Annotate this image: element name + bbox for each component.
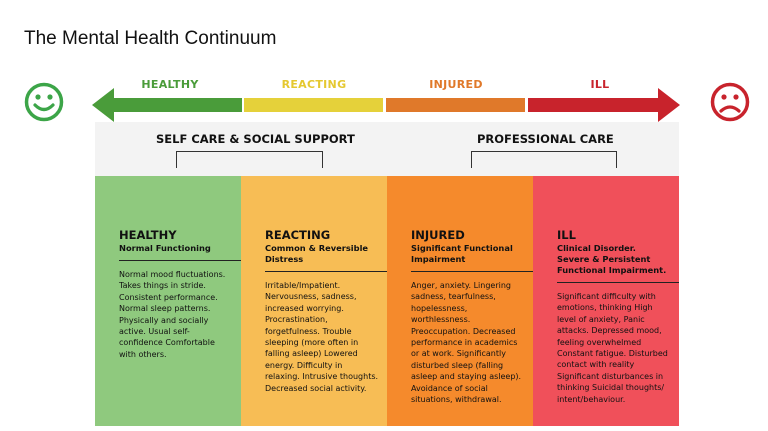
column-divider (119, 260, 241, 261)
column-title: HEALTHY (119, 228, 177, 242)
column-healthy: HEALTHY Normal Functioning Normal mood f… (95, 176, 241, 426)
continuum-arrow (92, 88, 680, 122)
scale-label-healthy: HEALTHY (141, 78, 199, 91)
sad-face-icon (710, 82, 750, 122)
column-subtitle: Common & Reversible Distress (265, 243, 369, 264)
column-description: Normal mood fluctuations. Takes things i… (119, 270, 226, 359)
column-divider (557, 282, 679, 283)
column-subtitle: Normal Functioning (119, 243, 211, 253)
professional-care-label: PROFESSIONAL CARE (477, 132, 614, 146)
page-title: The Mental Health Continuum (24, 28, 277, 49)
scale-label-ill: ILL (590, 78, 610, 91)
column-description: Significant difficulty with emotions, th… (557, 292, 668, 404)
arrow-segment-reacting (244, 98, 383, 112)
self-care-bracket (176, 151, 323, 168)
column-ill: ILL Clinical Disorder. Severe & Persiste… (533, 176, 679, 426)
scale-label-injured: INJURED (429, 78, 483, 91)
arrow-segment-healthy (92, 88, 242, 122)
scale-label-reacting: REACTING (281, 78, 347, 91)
column-reacting: REACTING Common & Reversible Distress Ir… (241, 176, 387, 426)
column-title: ILL (557, 228, 576, 242)
care-band (95, 122, 679, 176)
self-care-label: SELF CARE & SOCIAL SUPPORT (156, 132, 355, 146)
column-divider (411, 271, 533, 272)
column-title: REACTING (265, 228, 331, 242)
column-subtitle: Significant Functional Impairment (411, 243, 513, 264)
arrow-segment-injured (386, 98, 525, 112)
column-subtitle: Clinical Disorder. Severe & Persistent F… (557, 243, 667, 275)
column-title: INJURED (411, 228, 465, 242)
column-description: Anger, anxiety. Lingering sadness, tearf… (411, 281, 522, 405)
professional-care-bracket (471, 151, 617, 168)
column-injured: INJURED Significant Functional Impairmen… (387, 176, 533, 426)
arrow-segment-ill (528, 88, 680, 122)
column-divider (265, 271, 387, 272)
smiley-face-icon (24, 82, 64, 122)
column-description: Irritable/Impatient. Nervousness, sadnes… (265, 281, 379, 393)
